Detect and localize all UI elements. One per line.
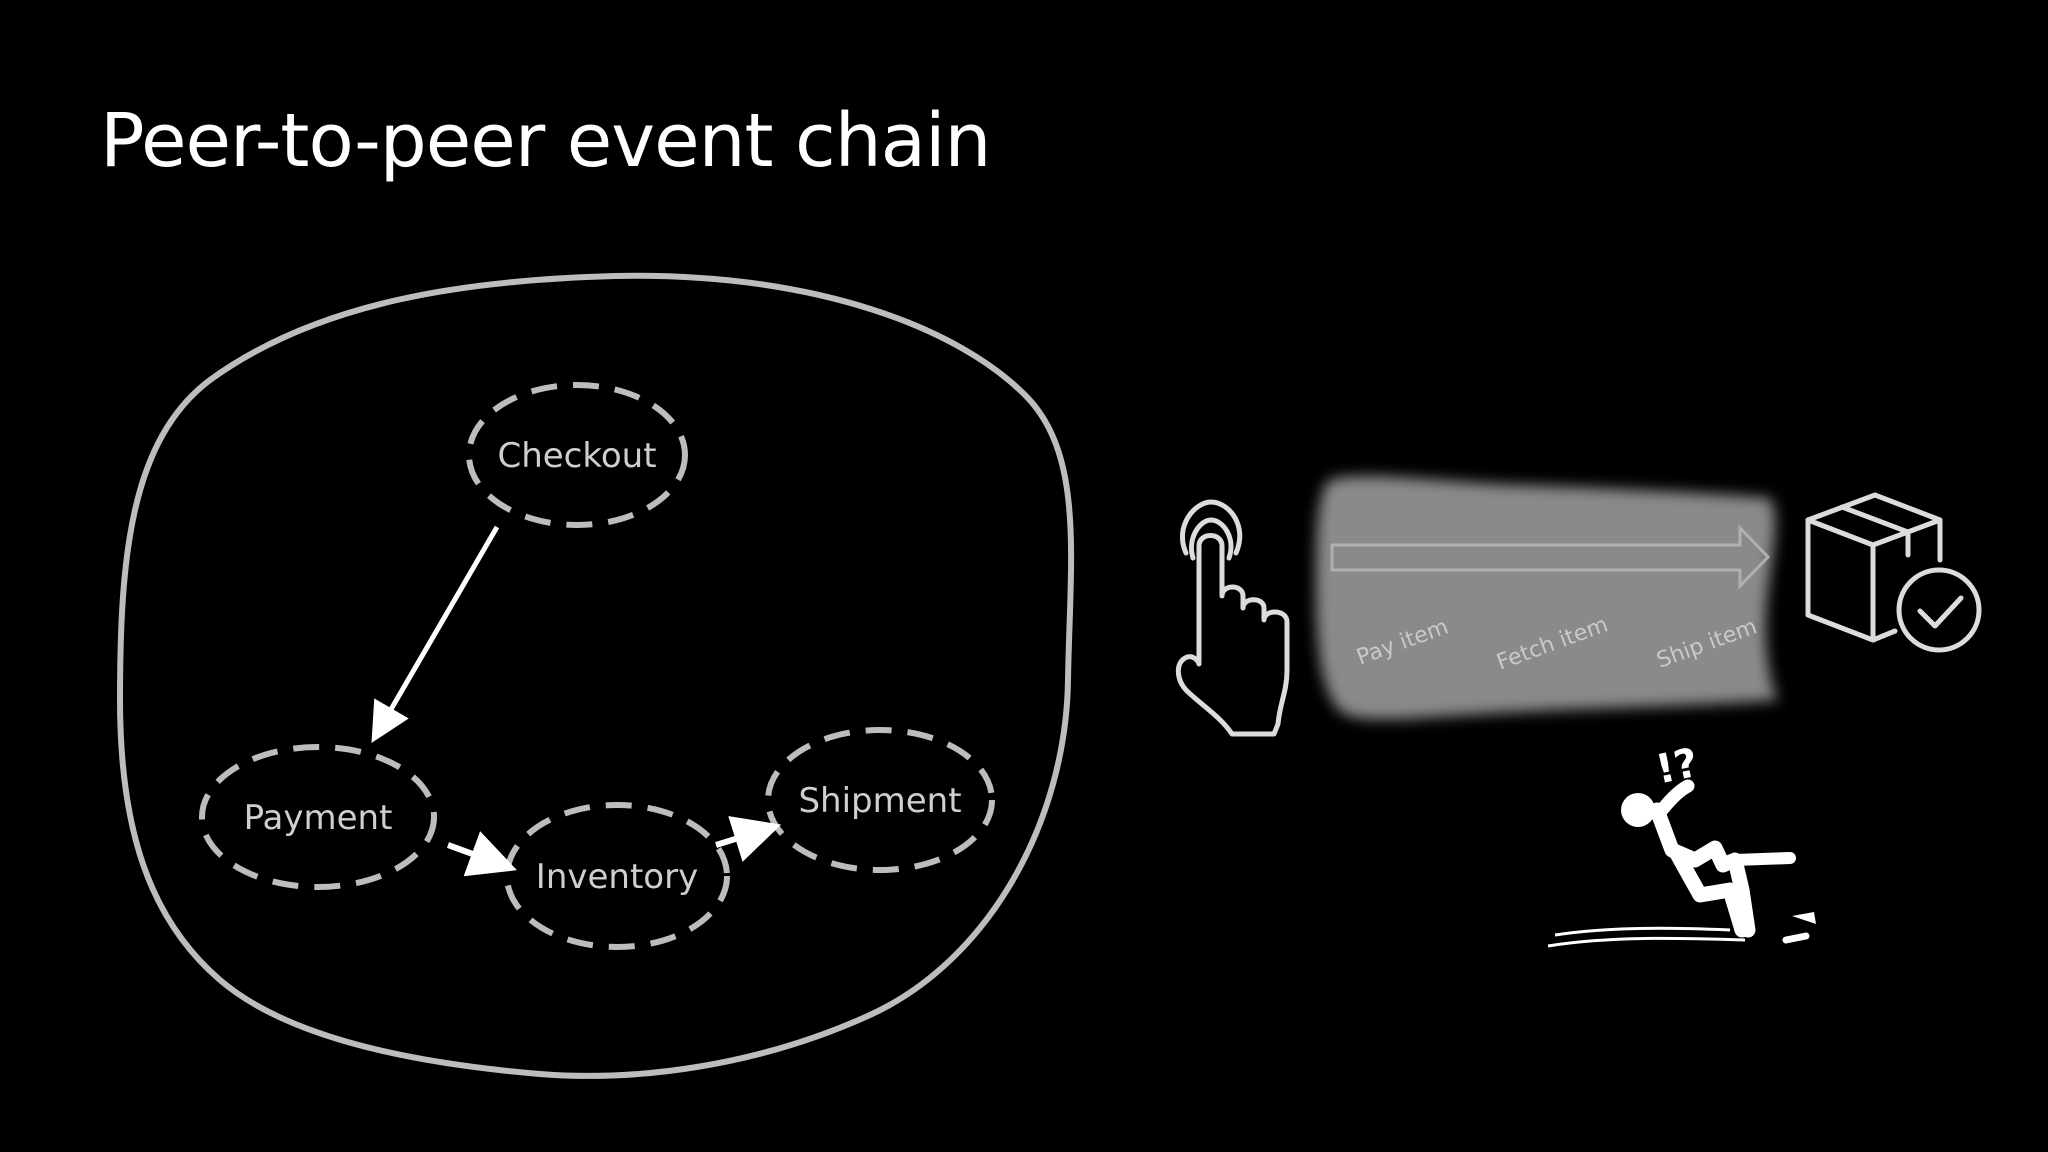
checkout-label: Checkout: [497, 436, 656, 476]
payment-label: Payment: [244, 798, 393, 838]
arrow-checkout-to-payment: [371, 525, 500, 743]
service-node-shipment: Shipment: [765, 727, 995, 873]
package-delivered-icon: [1805, 492, 1982, 653]
blurred-process-band: [1316, 476, 1778, 720]
system-boundary: [117, 272, 1075, 1079]
slide-title: Peer-to-peer event chain: [100, 98, 991, 184]
shipment-label: Shipment: [798, 781, 961, 821]
inventory-label: Inventory: [536, 857, 698, 897]
service-node-inventory: Inventory: [504, 802, 730, 950]
pointer-hand-icon: [1175, 499, 1290, 737]
service-node-payment: Payment: [199, 744, 437, 890]
person-slipping-icon: !?: [1547, 740, 1816, 948]
process-flow-arrow: [1330, 524, 1771, 590]
arrow-payment-to-inventory: [446, 831, 517, 877]
arrow-inventory-to-shipment: [715, 816, 782, 862]
service-node-checkout: Checkout: [466, 382, 688, 528]
